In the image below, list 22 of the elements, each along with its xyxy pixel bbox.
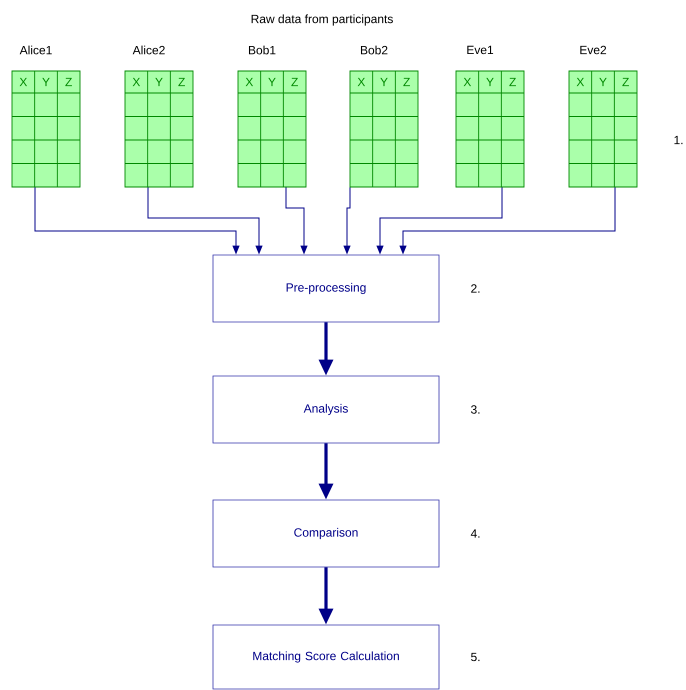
process-box: Pre-processing	[212, 254, 440, 322]
node-label: Alice1	[20, 46, 52, 54]
node-label: Bob2	[360, 46, 388, 54]
data-table: X Y Z Bob2	[350, 46, 418, 188]
step-number: 3.	[471, 405, 480, 414]
step-number: 1.	[674, 136, 682, 144]
process-box: Analysis	[212, 376, 440, 444]
data-table: X Y Z Alice2	[124, 46, 194, 188]
node-label: Eve1	[467, 46, 494, 54]
node-label: Eve2	[580, 46, 606, 54]
data-table: X Y Z Alice1	[12, 46, 80, 188]
step-number: 5.	[471, 652, 480, 662]
data-table: X Y Z Bob1	[238, 46, 306, 188]
data-table: X Y Z Eve1	[456, 46, 524, 188]
node-label: Bob1	[248, 46, 276, 54]
step-number: 4.	[470, 529, 480, 538]
process-box: Matching Score Calculation	[212, 624, 440, 690]
process-box: Comparison	[212, 500, 440, 568]
heading: Raw data from participants	[252, 14, 393, 26]
node-label: Alice2	[132, 46, 165, 54]
step-number: 2.	[471, 284, 480, 293]
data-table: X Y Z Eve2	[568, 46, 638, 188]
